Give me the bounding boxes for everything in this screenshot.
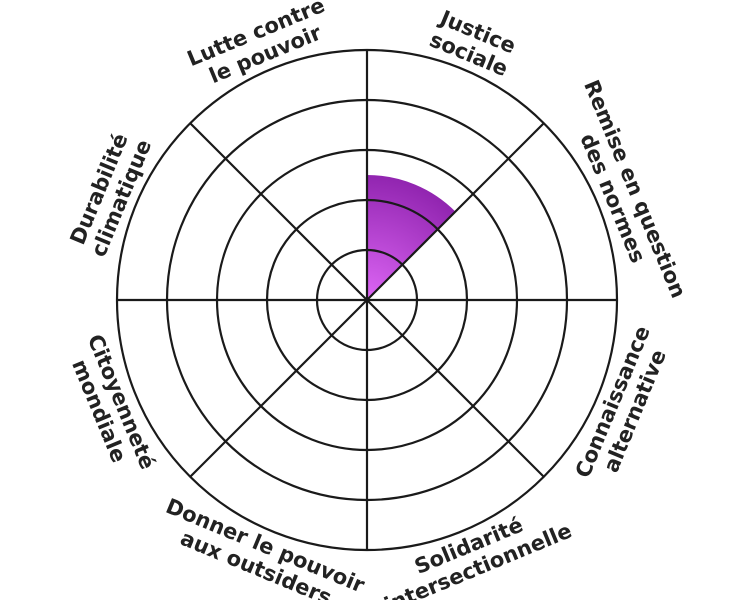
wedge-0	[367, 175, 456, 300]
grid-spoke	[366, 122, 545, 301]
grid-spoke	[366, 299, 545, 478]
grid-spoke	[189, 299, 368, 478]
category-label-line: Remise en question	[579, 77, 690, 302]
grid-spoke	[189, 122, 368, 301]
